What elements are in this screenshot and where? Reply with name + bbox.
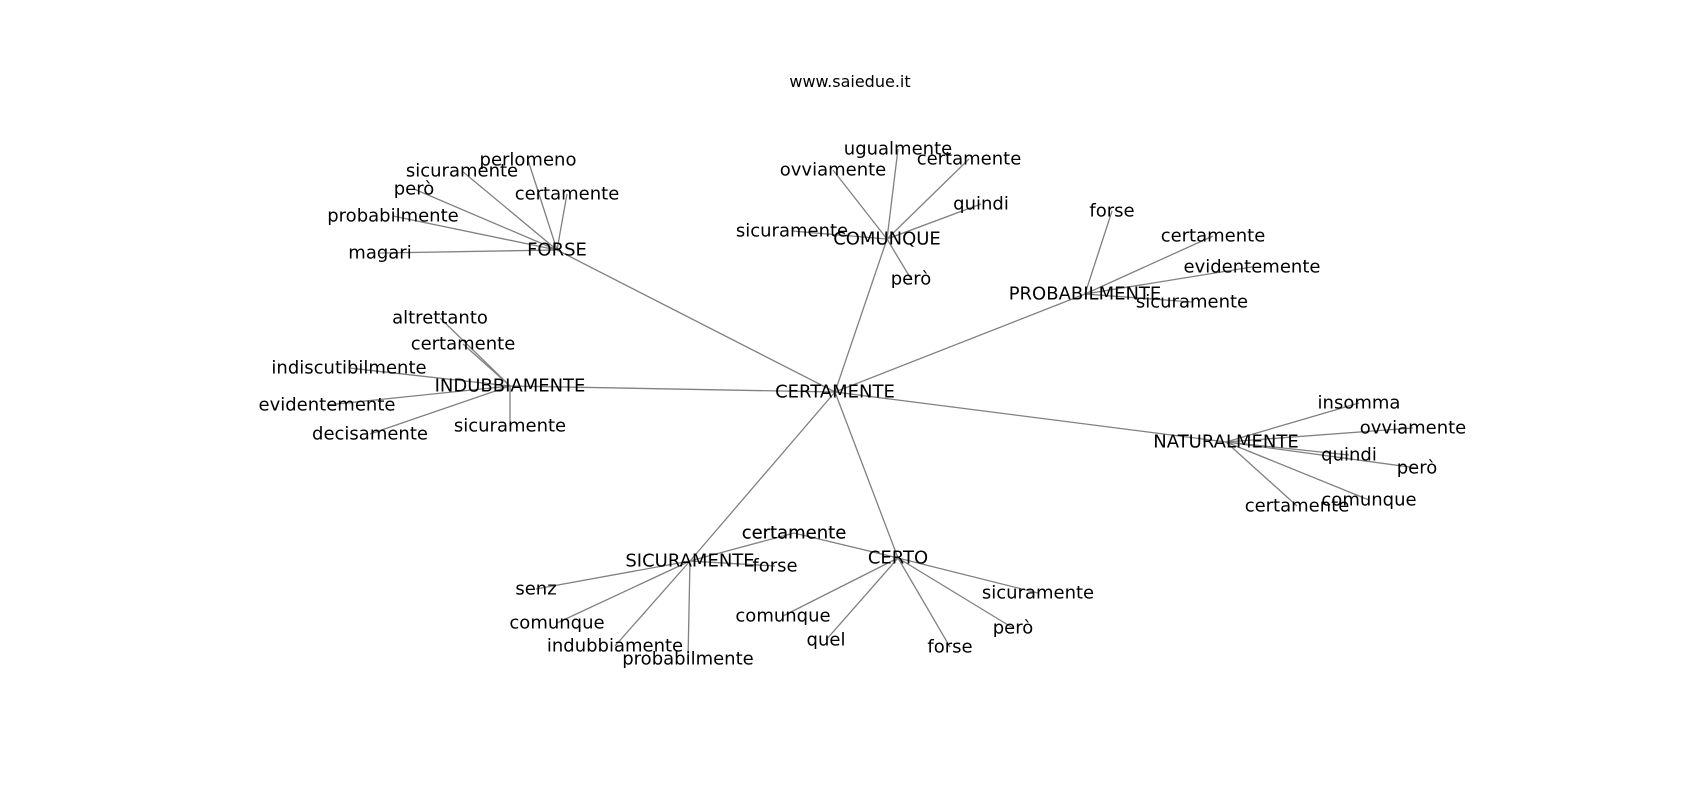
hub-leaf-edge [832, 169, 888, 240]
leaf-node-label: ovviamente [780, 160, 887, 181]
leaf-node-label: certamente [515, 184, 620, 205]
hub-node-label: COMUNQUE [833, 229, 941, 250]
leaf-node-label: ugualmente [844, 139, 952, 160]
hub-node-label: SICURAMENTE [625, 551, 754, 572]
hub-node-label: PROBABILMENTE [1009, 284, 1162, 305]
hub-leaf-edge [535, 560, 691, 590]
hub-leaf-edge [782, 557, 899, 617]
hub-leaf-edge [369, 385, 511, 435]
hub-leaf-edge [689, 560, 776, 567]
leaf-node-label: però [993, 618, 1034, 639]
hub-node-label: FORSE [527, 240, 587, 261]
leaf-node-label: magari [348, 243, 411, 264]
hub-leaf-edge [791, 230, 888, 240]
leaf-node-label: certamente [1245, 496, 1350, 517]
root-hub-edge [834, 391, 899, 559]
leaf-node-label: sicuramente [406, 161, 518, 182]
hub-leaf-edge [793, 532, 899, 559]
root-hub-edge [834, 391, 1227, 443]
leaf-node-label: quindi [1321, 445, 1377, 466]
root-hub-edge [556, 249, 836, 393]
hub-leaf-edge [527, 159, 558, 251]
root-hub-edge [834, 293, 1086, 393]
hub-leaf-edge [1225, 441, 1298, 507]
leaf-node-label: insomma [1318, 393, 1401, 414]
leaf-node-label: perlomeno [480, 150, 577, 171]
hub-leaf-edge [1225, 427, 1414, 443]
hub-leaf-edge [462, 343, 511, 387]
leaf-node-label: sicuramente [982, 583, 1094, 604]
hub-leaf-edge [556, 560, 691, 624]
hub-node-label: NATURALMENTE [1153, 432, 1298, 453]
leaf-node-label: comunque [735, 606, 830, 627]
root-hub-edge [689, 391, 836, 562]
leaf-node-label: quindi [953, 194, 1009, 215]
hub-leaf-edge [1084, 235, 1214, 295]
leaf-node-label: certamente [742, 523, 847, 544]
hub-leaf-edge [886, 148, 899, 240]
leaf-node-label: forse [1089, 201, 1134, 222]
root-node-label: CERTAMENTE [775, 382, 895, 403]
leaf-node-label: certamente [917, 149, 1022, 170]
leaf-node-label: sicuramente [736, 221, 848, 242]
root-hub-edge [509, 385, 836, 393]
hub-leaf-edge [1225, 441, 1418, 469]
root-hub-edge [834, 238, 888, 393]
hub-leaf-edge [461, 170, 558, 251]
leaf-node-label: probabilmente [622, 649, 753, 670]
graph-edges [326, 148, 1418, 660]
leaf-node-label: certamente [742, 523, 847, 544]
hub-leaf-edge [886, 158, 970, 240]
hub-leaf-edge [379, 249, 558, 254]
hub-leaf-edge [556, 193, 568, 251]
leaf-node-label: altrettanto [392, 308, 488, 329]
leaf-node-label: indubbiamente [547, 636, 683, 657]
leaf-node-label: quel [807, 630, 846, 651]
leaf-node-label: sicuramente [454, 416, 566, 437]
leaf-node-label: probabilmente [327, 206, 458, 227]
leaf-node-label: evidentemente [259, 395, 396, 416]
hub-leaf-edge [886, 203, 982, 240]
site-title: www.saiedue.it [789, 72, 911, 91]
hub-leaf-edge [897, 557, 1039, 594]
leaf-node-label: però [1397, 458, 1438, 479]
hub-leaf-edge [1084, 210, 1113, 295]
hub-node-label: INDUBBIAMENTE [435, 376, 586, 397]
hub-leaf-edge [689, 532, 795, 562]
hub-leaf-edge [687, 560, 691, 660]
hub-leaf-edge [614, 560, 691, 647]
hub-leaf-edge [348, 367, 511, 387]
leaf-node-label: evidentemente [1184, 257, 1321, 278]
hub-leaf-edge [1225, 441, 1370, 501]
hub-leaf-edge [413, 188, 558, 251]
leaf-node-label: senz [515, 579, 556, 600]
leaf-node-label: forse [752, 556, 797, 577]
leaf-node-label: sicuramente [1136, 292, 1248, 313]
hub-leaf-edge [886, 238, 912, 280]
leaf-node-label: certamente [1161, 226, 1266, 247]
leaf-node-label: certamente [411, 334, 516, 355]
hub-leaf-edge [326, 385, 511, 406]
leaf-node-label: però [394, 179, 435, 200]
hub-leaf-edge [439, 317, 511, 387]
leaf-node-label: però [891, 269, 932, 290]
leaf-node-label: decisamente [312, 424, 428, 445]
leaf-node-label: indiscutibilmente [271, 358, 426, 379]
hub-leaf-edge [1225, 402, 1360, 443]
hub-leaf-edge [1084, 293, 1193, 303]
leaf-node-label: ovviamente [1360, 418, 1467, 439]
hub-node-label: CERTO [868, 548, 928, 569]
leaf-node-label: forse [927, 637, 972, 658]
graph-labels: CERTAMENTEFORSEperlomenosicuramentecerta… [259, 139, 1467, 670]
hub-leaf-edge [1084, 266, 1253, 295]
hub-leaf-edge [897, 557, 1014, 629]
leaf-node-label: comunque [509, 613, 604, 634]
hub-leaf-edge [897, 557, 951, 648]
hub-leaf-edge [392, 215, 558, 251]
hub-leaf-edge [825, 557, 899, 641]
leaf-node-label: comunque [1321, 490, 1416, 511]
